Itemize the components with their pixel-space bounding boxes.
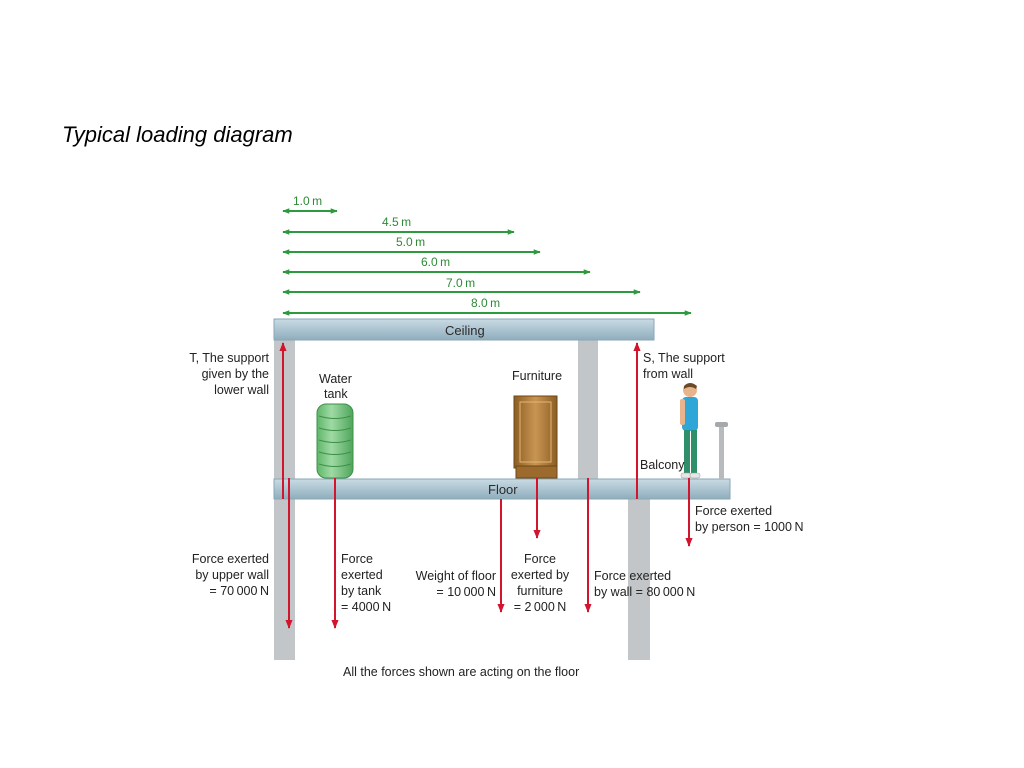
dimension-label-6m: 6.0 m [421,255,450,269]
force-tank-label-line-4: = 4000 N [341,600,391,614]
force-upper-wall-label-line-1: Force exerted [192,552,269,566]
lower-wall-support [628,499,650,660]
person-figure [680,383,701,479]
water-tank-label-line-2: tank [324,387,348,401]
dimension-arrows: 1.0 m 4.5 m 5.0 m 6.0 m 7.0 m 8.0 m [282,194,692,316]
support-T-label-line-2: given by the [202,367,269,381]
balcony-railing-post [715,422,728,479]
force-upper-wall-label-line-2: by upper wall [195,568,269,582]
ceiling-beam [273,318,655,341]
force-tank-label-line-3: by tank [341,584,382,598]
support-T-label-line-1: T, The support [189,351,269,365]
force-tank-label-line-2: exerted [341,568,383,582]
balcony-label: Balcony [640,458,685,472]
force-upper-wall-label-line-3: = 70 000 N [209,584,269,598]
weight-floor-label-line-1: Weight of floor [416,569,496,583]
water-tank-label-line-1: Water [319,372,352,386]
dimension-label-1m: 1.0 m [293,194,322,208]
furniture-cabinet [513,395,558,479]
ceiling-label: Ceiling [445,323,485,338]
force-tank-label-line-1: Force [341,552,373,566]
force-furniture-label-line-4: = 2 000 N [514,600,567,614]
slide-title: Typical loading diagram [62,122,293,147]
force-person-label-line-2: by person = 1000 N [695,520,803,534]
force-furniture-label-line-2: exerted by [511,568,570,582]
water-tank [316,403,354,479]
dimension-label-5m: 5.0 m [396,235,425,249]
force-wall-label-line-2: by wall = 80 000 N [594,585,695,599]
left-wall [274,340,295,660]
footer-note: All the forces shown are acting on the f… [343,665,579,679]
force-furniture-label-line-3: furniture [517,584,563,598]
force-arrows [279,342,693,629]
middle-column [578,340,598,479]
force-furniture-label-line-1: Force [524,552,556,566]
force-person-label-line-1: Force exerted [695,504,772,518]
furniture-label: Furniture [512,369,562,383]
support-S-label-line-2: from wall [643,367,693,381]
dimension-label-4-5m: 4.5 m [382,215,411,229]
dimension-label-7m: 7.0 m [446,276,475,290]
floor-label: Floor [488,482,518,497]
support-T-label-line-3: lower wall [214,383,269,397]
support-S-label-line-1: S, The support [643,351,725,365]
weight-floor-label-line-2: = 10 000 N [436,585,496,599]
dimension-label-8m: 8.0 m [471,296,500,310]
force-wall-label-line-1: Force exerted [594,569,671,583]
